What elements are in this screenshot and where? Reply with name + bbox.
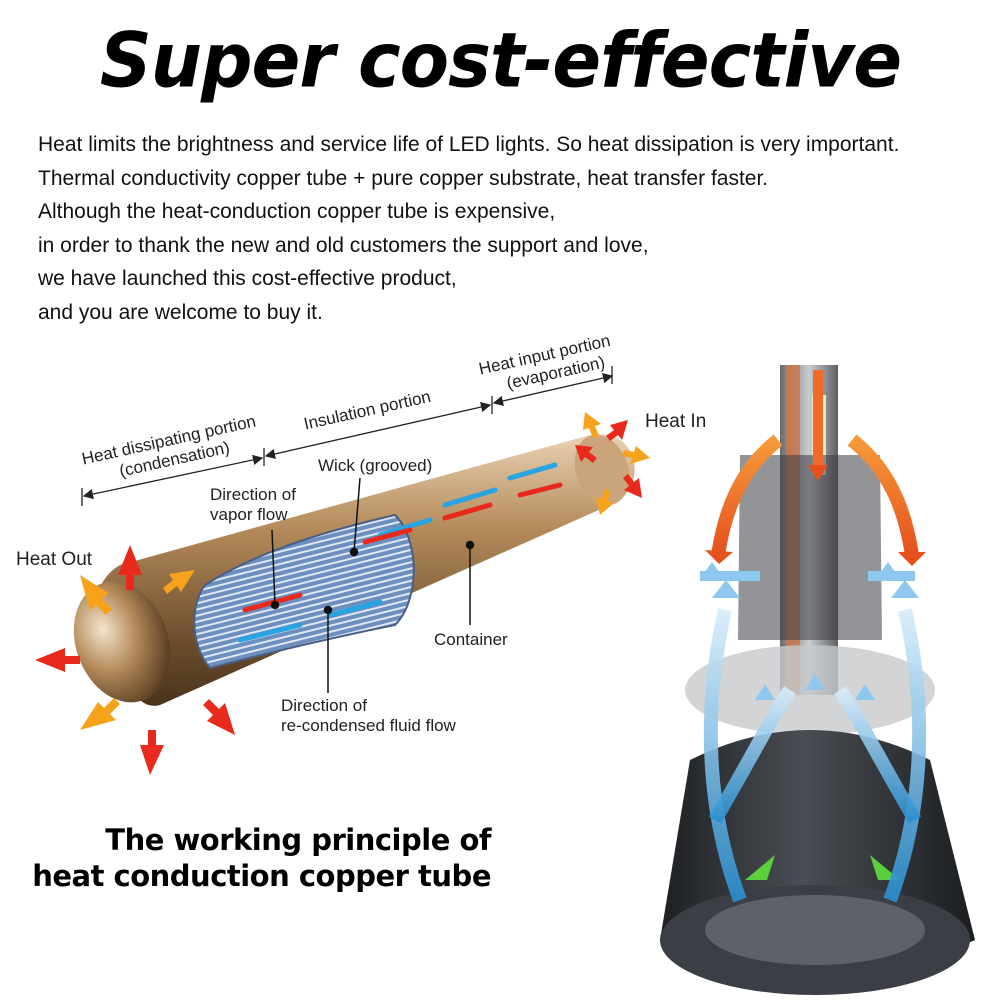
- heat-in-arrows: [575, 412, 650, 515]
- fluid-flow-line2: re-condensed fluid flow: [281, 716, 456, 735]
- description-line: Although the heat-conduction copper tube…: [38, 200, 556, 223]
- heat-out-label: Heat Out: [16, 549, 93, 570]
- page-title: Super cost-effective: [99, 15, 902, 105]
- description-line: we have launched this cost-effective pro…: [38, 267, 457, 290]
- description-paragraph: Heat limits the brightness and service l…: [38, 128, 988, 329]
- vapor-flow-line1: Direction of: [210, 485, 296, 504]
- heat-pipe: [73, 433, 635, 706]
- vapor-flow-line2: vapor flow: [210, 505, 288, 524]
- heat-out-arrows: [35, 545, 235, 775]
- leader-lines: [270, 477, 475, 693]
- fluid-flow-line1: Direction of: [281, 696, 367, 715]
- description-line: Heat limits the brightness and service l…: [38, 133, 900, 156]
- subtitle-line2: heat conduction copper tube: [32, 859, 491, 893]
- diagram-subtitle: The working principle of heat conduction…: [32, 822, 491, 894]
- vapor-flow-label: Direction of vapor flow: [210, 485, 296, 525]
- container-label: Container: [434, 630, 508, 649]
- subtitle-line1: The working principle of: [105, 823, 491, 857]
- heat-in-label: Heat In: [645, 411, 707, 432]
- description-line: in order to thank the new and old custom…: [38, 233, 649, 257]
- led-bulb: [660, 365, 975, 995]
- wick-label: Wick (grooved): [318, 456, 433, 475]
- description-line: and you are welcome to buy it.: [38, 300, 323, 324]
- fluid-flow-label: Direction of re-condensed fluid flow: [281, 696, 456, 736]
- dimension-lines: [81, 366, 614, 506]
- description-line: Thermal conductivity copper tube + pure …: [38, 166, 769, 190]
